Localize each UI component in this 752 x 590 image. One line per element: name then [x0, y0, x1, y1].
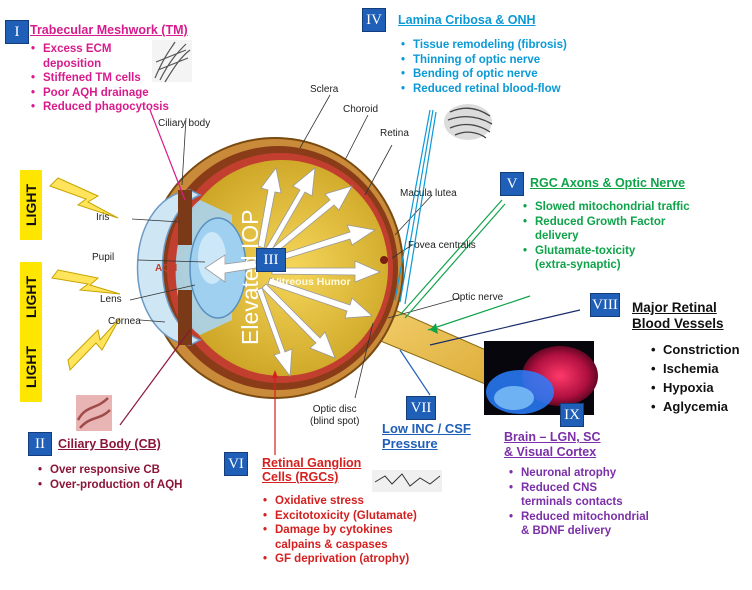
label-cornea: Cornea — [108, 316, 141, 327]
light-label-bottom: LIGHT — [20, 332, 42, 402]
section-8-item: Ischemia — [651, 359, 740, 378]
section-4-item: Thinning of optic nerve — [401, 53, 567, 68]
label-vitreous-humor: Vitreous Humor — [272, 276, 351, 288]
rgc-image — [372, 470, 442, 492]
section-5-title: RGC Axons & Optic Nerve — [530, 176, 686, 190]
section-9-list: Neuronal atrophy Reduced CNS terminals c… — [508, 466, 649, 539]
section-8-item: Hypoxia — [651, 378, 740, 397]
section-1-item: Reduced phagocytosis — [31, 100, 169, 115]
section-8-item: Aglycemia — [651, 397, 740, 416]
section-5-item: Reduced Growth Factor delivery — [523, 215, 690, 244]
label-retina: Retina — [380, 128, 409, 139]
section-6-item: Oxidative stress — [263, 494, 417, 509]
brain-image — [484, 341, 598, 415]
label-optic-nerve: Optic nerve — [452, 292, 504, 303]
label-pupil: Pupil — [92, 252, 115, 263]
light-bolts — [49, 177, 121, 372]
section-6-item: Damage by cytokines calpains & caspases — [263, 523, 417, 552]
label-iris: Iris — [96, 212, 110, 223]
section-4-item: Bending of optic nerve — [401, 67, 567, 82]
section-4-title: Lamina Cribosa & ONH — [398, 13, 536, 27]
section-2-list: Over responsive CB Over-production of AQ… — [37, 463, 183, 493]
label-aqh: AQH — [155, 263, 178, 274]
section-7-number: VII — [406, 396, 436, 420]
section-8-item: Constriction — [651, 340, 739, 359]
section-5-list: Slowed mitochondrial traffic Reduced Gro… — [522, 200, 690, 273]
cb-image — [76, 395, 112, 431]
elevated-iop-label: Elevated IOP — [230, 209, 380, 345]
section-2-number: II — [28, 432, 52, 456]
section-9-title: Brain – LGN, SC & Visual Cortex — [504, 430, 601, 459]
section-1-title: Trabecular Meshwork (TM) — [30, 23, 188, 37]
pressure-arrows — [204, 167, 382, 378]
section-9-item: Neuronal atrophy — [509, 466, 649, 481]
section-6-item: GF deprivation (atrophy) — [263, 552, 417, 567]
section-9-number: IX — [560, 403, 584, 427]
section-5-item: Glutamate-toxicity (extra-synaptic) — [523, 244, 690, 273]
section-4-item: Tissue remodeling (fibrosis) — [401, 38, 567, 53]
label-lens: Lens — [100, 294, 122, 305]
section-9-item: Reduced CNS terminals contacts — [509, 481, 649, 510]
section-8-list: Constriction Ischemia Hypoxia Aglycemia — [650, 340, 740, 416]
section-8-title: Major Retinal Blood Vessels — [632, 300, 724, 331]
section-6-item: Excitotoxicity (Glutamate) — [263, 509, 417, 524]
section-5-item: Slowed mitochondrial traffic — [523, 200, 690, 215]
section-1-list: Excess ECM deposition Stiffened TM cells… — [30, 42, 169, 115]
section-5-number: V — [500, 172, 524, 196]
section-6-list: Oxidative stress Excitotoxicity (Glutama… — [262, 494, 417, 567]
section-4-number: IV — [362, 8, 386, 32]
section-4-item: Reduced retinal blood-flow — [401, 82, 567, 97]
section-1-item: Excess ECM deposition — [31, 42, 169, 71]
section-6-title: Retinal Ganglion Cells (RGCs) — [262, 456, 362, 484]
label-optic-disc: Optic disc (blind spot) — [310, 404, 360, 427]
section-8-number: VIII — [590, 293, 620, 317]
section-2-item: Over responsive CB — [38, 463, 182, 478]
section-1-number: I — [5, 20, 29, 44]
section-4-list: Tissue remodeling (fibrosis) Thinning of… — [400, 38, 567, 96]
label-sclera: Sclera — [310, 84, 339, 95]
lamina-image — [444, 104, 493, 140]
section-6-number: VI — [224, 452, 248, 476]
light-label-middle: LIGHT — [20, 262, 42, 332]
label-macula-lutea: Macula lutea — [400, 188, 457, 199]
section-9-item: Reduced mitochondrial & BDNF delivery — [509, 510, 649, 539]
label-choroid: Choroid — [343, 104, 379, 115]
section-1-item: Stiffened TM cells — [31, 71, 169, 86]
section-2-item: Over-production of AQH — [38, 478, 183, 493]
light-label-top: LIGHT — [20, 170, 42, 240]
section-1-item: Poor AQH drainage — [31, 86, 169, 101]
label-ciliary-body: Ciliary body — [158, 118, 211, 129]
section-7-title: Low INC / CSF Pressure — [382, 421, 471, 451]
section-2-title: Ciliary Body (CB) — [58, 437, 161, 451]
label-fovea-centralis: Fovea centralis — [408, 240, 476, 251]
section-3-number: III — [256, 248, 286, 272]
